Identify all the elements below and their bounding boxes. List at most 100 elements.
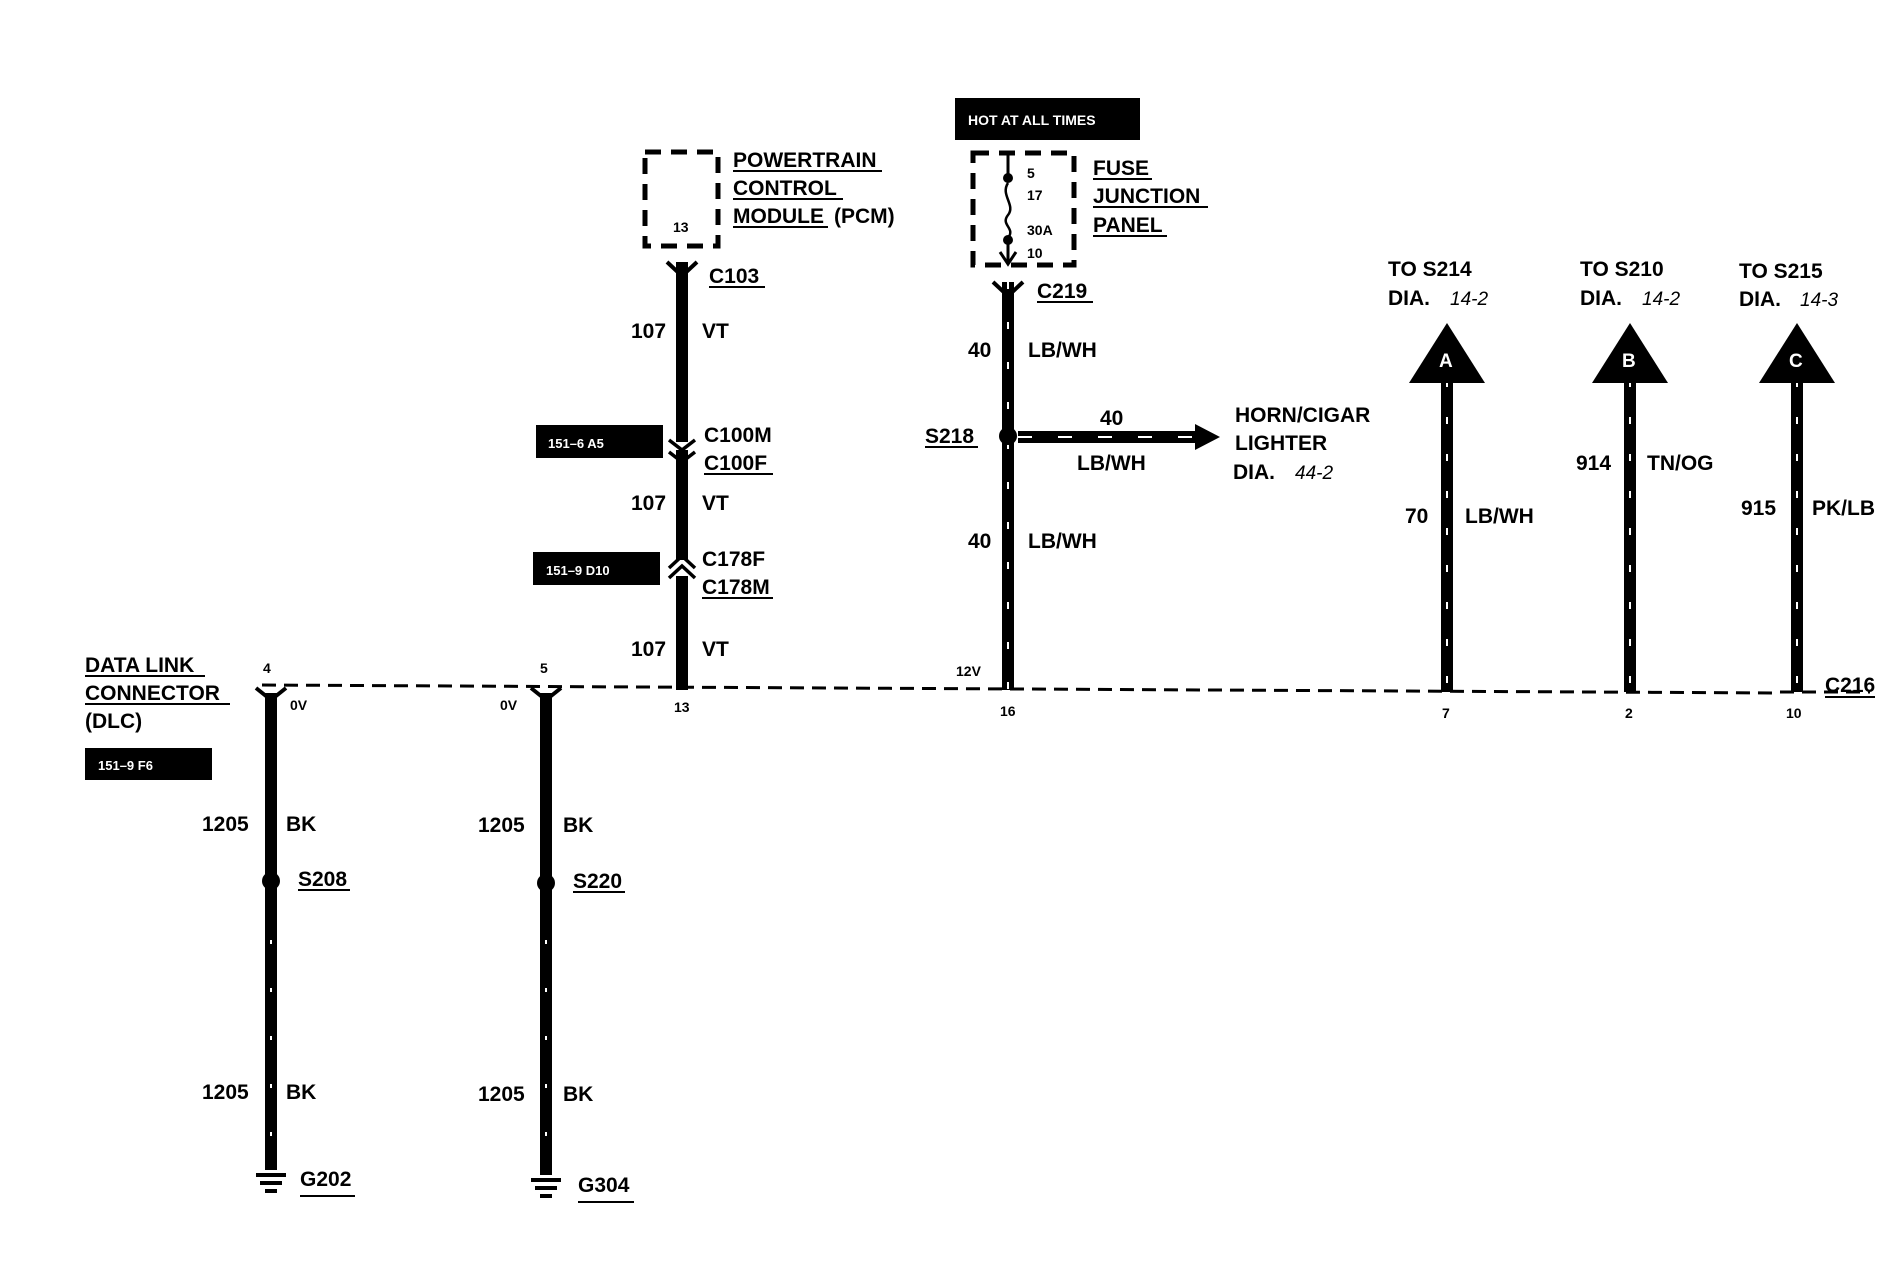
wire-107-num-3: 107 xyxy=(631,638,666,661)
fuse-junction-box xyxy=(970,150,1077,268)
pcm-label-2: CONTROL xyxy=(733,177,837,200)
g304-label: G304 xyxy=(578,1174,630,1197)
pcm-label-1: POWERTRAIN xyxy=(733,149,877,172)
connector-b-letter: B xyxy=(1622,351,1636,372)
wire-914-num: 914 xyxy=(1576,452,1611,475)
horn-label-3: DIA. xyxy=(1233,461,1275,484)
wire-1205-color-l2: BK xyxy=(286,1081,316,1104)
wire-40-num-1: 40 xyxy=(968,339,991,362)
wire-914-color: TN/OG xyxy=(1647,452,1714,475)
connector-a-letter: A xyxy=(1439,351,1453,372)
connector-b-arrow-icon xyxy=(1592,323,1668,383)
s208-label: S208 xyxy=(298,868,347,891)
c103-label: C103 xyxy=(709,265,759,288)
connector-c-arrow-icon xyxy=(1759,323,1835,383)
wire-40-color-branch: LB/WH xyxy=(1077,452,1146,475)
dlc-bus-line xyxy=(261,683,1781,695)
wire-107-color-2: VT xyxy=(702,492,729,515)
voltage-12v: 12V xyxy=(956,663,982,679)
c103-connector-icon xyxy=(665,260,699,279)
c219-label: C219 xyxy=(1037,280,1087,303)
wire-915-num: 915 xyxy=(1741,497,1776,520)
wire-915-color: PK/LB xyxy=(1812,497,1875,520)
fuse-label-3: PANEL xyxy=(1093,214,1163,237)
dlc-label-1: DATA LINK xyxy=(85,654,194,677)
to-s214-dia: DIA. xyxy=(1388,287,1430,310)
dlc-pin-2: 2 xyxy=(1625,705,1633,721)
fuse-pin-10: 10 xyxy=(1027,245,1043,261)
hot-at-all-times-box xyxy=(955,98,1140,140)
connector-c-letter: C xyxy=(1789,351,1803,372)
s220-splice-dot xyxy=(537,874,555,892)
dlc-pin-10: 10 xyxy=(1786,705,1802,721)
wire-1205-num-l1: 1205 xyxy=(202,813,249,836)
fuse-pin-17: 17 xyxy=(1027,187,1043,203)
dlc-label-2: CONNECTOR xyxy=(85,682,220,705)
c178f-label: C178F xyxy=(702,548,765,571)
fuse-terminal-top xyxy=(1003,173,1013,183)
wire-107-num-2: 107 xyxy=(631,492,666,515)
pcm-label-3b: (PCM) xyxy=(834,205,895,228)
c178m-label: C178M xyxy=(702,576,770,599)
wire-1205-color-r2: BK xyxy=(563,1083,593,1106)
wire-1205-num-r2: 1205 xyxy=(478,1083,525,1106)
ref-box-151-9-d10 xyxy=(533,552,660,585)
wire-107-num-1: 107 xyxy=(631,320,666,343)
to-s210-dia-ref: 14-2 xyxy=(1642,289,1680,310)
horn-dia-ref: 44-2 xyxy=(1295,463,1333,484)
to-s215-dia-ref: 14-3 xyxy=(1800,290,1838,311)
horn-label-1: HORN/CIGAR xyxy=(1235,404,1370,427)
to-s210-label: TO S210 xyxy=(1580,258,1664,281)
dlc-pin-4: 4 xyxy=(263,660,271,676)
c100f-label: C100F xyxy=(704,452,767,475)
dlc-pin-5: 5 xyxy=(540,660,548,676)
to-s215-dia: DIA. xyxy=(1739,288,1781,311)
horn-arrow-icon xyxy=(1195,424,1220,450)
pcm-pin: 13 xyxy=(673,219,689,235)
c100-connector-icon xyxy=(667,438,697,465)
ref-151-6-a5: 151–6 A5 xyxy=(548,436,604,451)
dlc-pin-16: 16 xyxy=(1000,703,1016,719)
fuse-pin-5: 5 xyxy=(1027,165,1035,181)
wire-40-color-2: LB/WH xyxy=(1028,530,1097,553)
to-s215-label: TO S215 xyxy=(1739,260,1823,283)
to-s214-dia-ref: 14-2 xyxy=(1450,289,1488,310)
fuse-element-icon xyxy=(1004,182,1012,239)
c100m-label: C100M xyxy=(704,424,772,447)
wire-40-color-1: LB/WH xyxy=(1028,339,1097,362)
wire-40-num-2: 40 xyxy=(968,530,991,553)
voltage-0v-right: 0V xyxy=(500,697,518,713)
wire-1205-color-l1: BK xyxy=(286,813,316,836)
s220-label: S220 xyxy=(573,870,622,893)
ref-box-151-9-f6 xyxy=(85,748,212,780)
s208-splice-dot xyxy=(262,872,280,890)
pcm-label-3: MODULE xyxy=(733,205,824,228)
fuse-label-2: JUNCTION xyxy=(1093,185,1200,208)
fuse-label-1: FUSE xyxy=(1093,157,1149,180)
connector-a-arrow-icon xyxy=(1409,323,1485,383)
fuse-rating: 30A xyxy=(1027,222,1053,238)
wire-107-color-1: VT xyxy=(702,320,729,343)
ref-151-9-d10: 151–9 D10 xyxy=(546,563,610,578)
g202-label: G202 xyxy=(300,1168,351,1191)
s218-splice-dot xyxy=(999,427,1017,445)
dlc-pin-7: 7 xyxy=(1442,705,1450,721)
to-s214-label: TO S214 xyxy=(1388,258,1472,281)
wire-70-num: 70 xyxy=(1405,505,1428,528)
ground-g202-icon xyxy=(256,1173,286,1193)
c219-connector-icon xyxy=(991,280,1025,299)
c178-connector-icon xyxy=(667,553,697,580)
ref-box-151-6-a5 xyxy=(536,425,663,458)
dlc-label-3: (DLC) xyxy=(85,710,142,733)
wire-1205-num-l2: 1205 xyxy=(202,1081,249,1104)
s218-label: S218 xyxy=(925,425,974,448)
voltage-0v-left: 0V xyxy=(290,697,308,713)
wire-70-color: LB/WH xyxy=(1465,505,1534,528)
ref-151-9-f6: 151–9 F6 xyxy=(98,758,153,773)
wire-1205-color-r1: BK xyxy=(563,814,593,837)
wire-107-color-3: VT xyxy=(702,638,729,661)
wire-40-num-branch: 40 xyxy=(1100,407,1123,430)
hot-at-all-times-label: HOT AT ALL TIMES xyxy=(968,112,1096,128)
